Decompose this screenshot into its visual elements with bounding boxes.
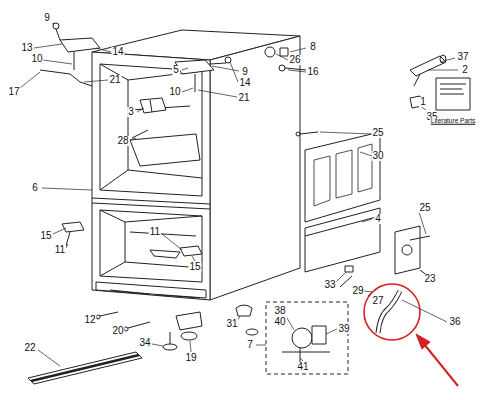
callout-number: 20 <box>111 326 124 336</box>
callout-number: 21 <box>237 93 250 103</box>
callout-number: 2 <box>461 65 469 75</box>
callout-number: 19 <box>184 353 197 363</box>
callout-number: 23 <box>423 274 436 284</box>
callout-number: 9 <box>241 67 249 77</box>
callout-number: 33 <box>323 280 336 290</box>
callout-number: 14 <box>238 78 251 88</box>
callout-number: 15 <box>39 231 52 241</box>
callout-number: 27 <box>371 296 384 306</box>
callout-number: 28 <box>116 136 129 146</box>
callout-number: 36 <box>448 317 461 327</box>
callout-number: 39 <box>337 324 350 334</box>
callout-number: 7 <box>246 340 254 350</box>
callout-number: 29 <box>351 286 364 296</box>
callout-number: 25 <box>418 203 431 213</box>
callout-number: 31 <box>225 319 238 329</box>
callout-number: 16 <box>306 67 319 77</box>
callout-number: 9 <box>43 13 51 23</box>
callout-number: 41 <box>296 362 309 372</box>
literature-label: Literature Parts <box>430 118 476 125</box>
callout-number: 21 <box>108 75 121 85</box>
callout-number: 37 <box>456 52 469 62</box>
callout-number: 10 <box>30 54 43 64</box>
callout-number: 25 <box>371 128 384 138</box>
callout-number: 11 <box>54 245 66 255</box>
callout-number: 4 <box>374 214 382 224</box>
callout-number: 38 <box>273 306 286 316</box>
callout-number: 40 <box>273 317 286 327</box>
callout-number: 11 <box>149 227 161 237</box>
callout-number: 12 <box>83 315 96 325</box>
callout-number: 3 <box>127 107 135 117</box>
callout-number: 6 <box>31 183 39 193</box>
callout-number: 8 <box>309 42 317 52</box>
callout-number: 22 <box>23 343 36 353</box>
callout-number: 26 <box>288 55 301 65</box>
callout-number: 1 <box>419 97 427 107</box>
callout-number: 17 <box>7 87 20 97</box>
callout-number: 14 <box>111 47 124 57</box>
callout-number: 34 <box>138 338 151 348</box>
callout-number: 13 <box>20 43 33 53</box>
callout-number: 30 <box>371 151 384 161</box>
callout-number: 15 <box>188 262 201 272</box>
callout-number: 10 <box>168 87 181 97</box>
callout-number: 5 <box>172 65 180 75</box>
